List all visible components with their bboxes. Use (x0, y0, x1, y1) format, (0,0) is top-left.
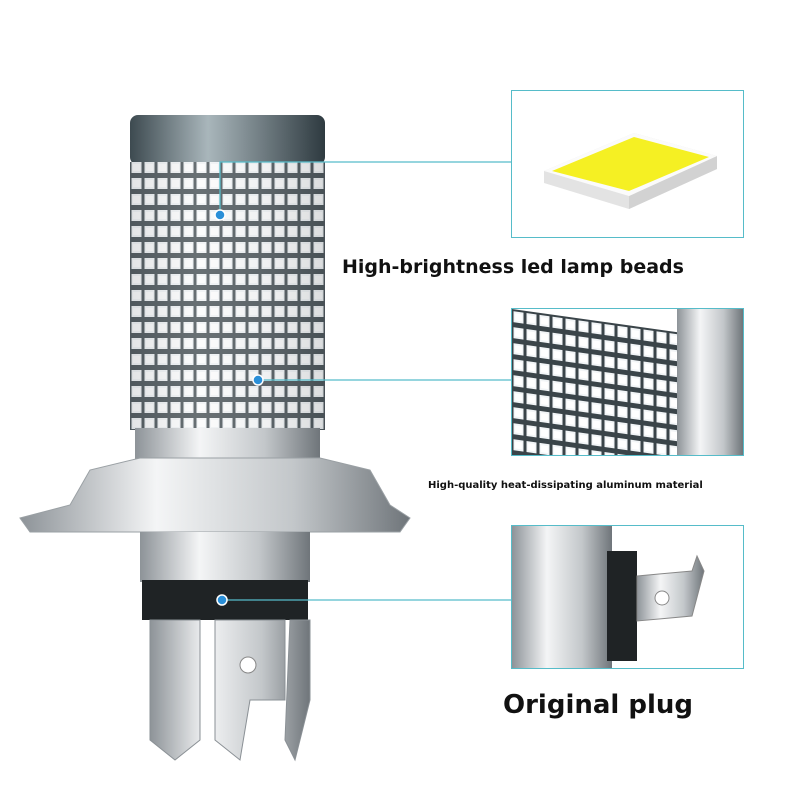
plug-prongs (149, 619, 311, 762)
plug-closeup-icon (512, 526, 705, 668)
callout-label-aluminum: High-quality heat-dissipating aluminum m… (428, 480, 703, 491)
led-chip-icon (544, 133, 717, 209)
led-closeup-panel (511, 308, 744, 456)
callout-label-plug: Original plug (503, 690, 694, 720)
bulb-cap (130, 115, 325, 165)
plug-closeup-panel (511, 525, 744, 669)
led-closeup-icon (512, 309, 743, 455)
led-chip-panel (511, 90, 744, 238)
flange (19, 457, 411, 533)
aluminum-base (135, 428, 320, 463)
callout-label-led-beads: High-brightness led lamp beads (342, 256, 684, 278)
